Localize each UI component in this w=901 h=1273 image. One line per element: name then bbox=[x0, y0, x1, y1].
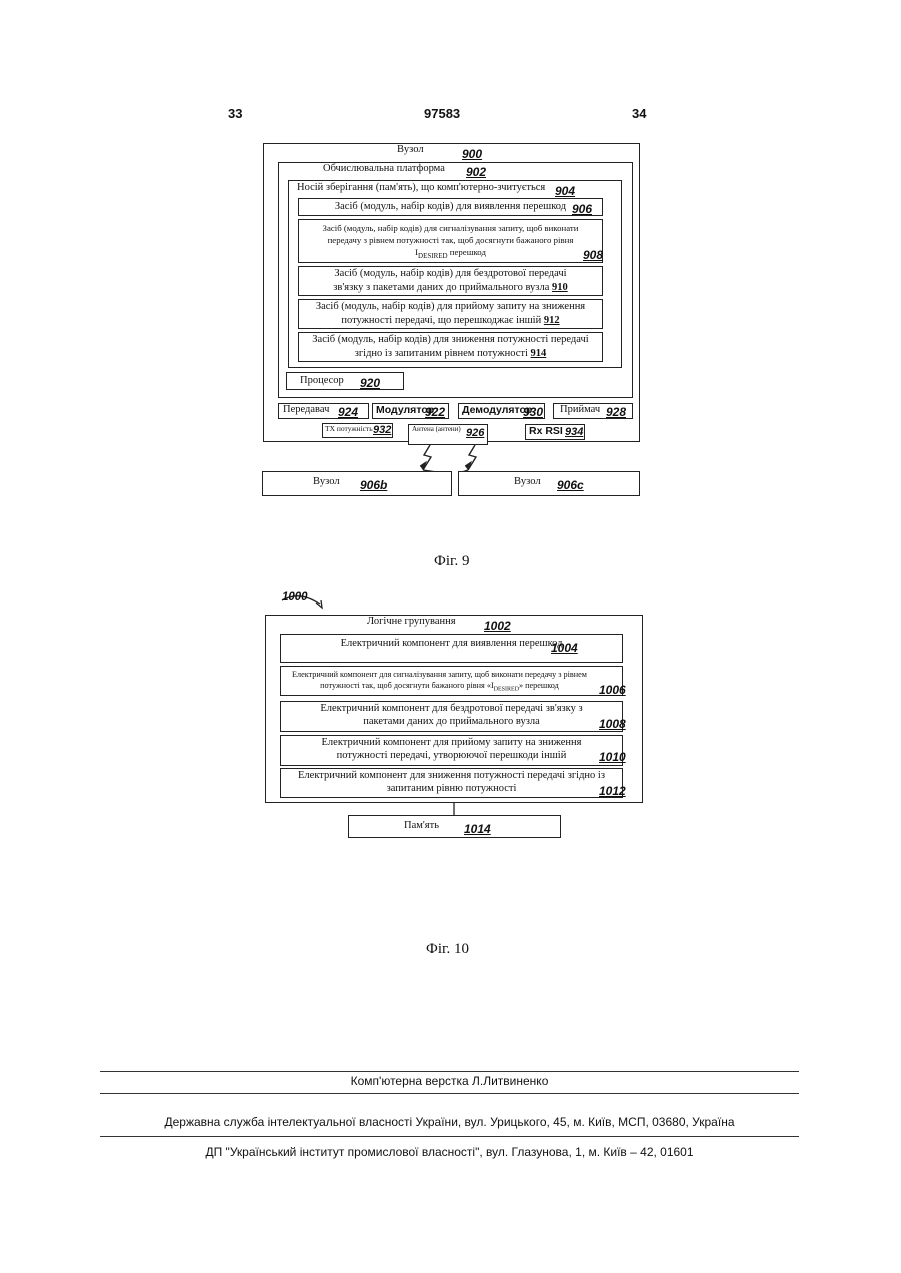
component-1008-text: Електричний компонент для бездротової пе… bbox=[320, 703, 582, 727]
component-1006-box: Електричний компонент для сигналізування… bbox=[280, 666, 623, 696]
means-906-box: Засіб (модуль, набір кодів) для виявленн… bbox=[298, 198, 603, 216]
means-908-ref: 908 bbox=[583, 248, 603, 262]
receiver-ref: 928 bbox=[606, 405, 626, 419]
means-912-ref: 912 bbox=[544, 315, 560, 326]
means-910-box: Засіб (модуль, набір кодів) для бездрото… bbox=[298, 266, 603, 296]
component-1008-box: Електричний компонент для бездротової пе… bbox=[280, 701, 623, 732]
means-908-sub: DESIRED bbox=[418, 252, 448, 260]
component-1006-sub: DESIRED bbox=[494, 687, 519, 693]
component-1006-ref: 1006 bbox=[599, 683, 626, 697]
antenna-ref: 926 bbox=[466, 427, 484, 439]
component-1008-ref: 1008 bbox=[599, 717, 626, 731]
means-914-ref: 914 bbox=[531, 348, 547, 359]
component-1006-tail: » перешкод bbox=[519, 681, 559, 690]
platform-label: Обчислювальна платформа bbox=[323, 163, 445, 174]
grouping-label: Логічне групування bbox=[367, 616, 456, 627]
means-906-ref: 906 bbox=[572, 202, 592, 216]
footer-rule-top bbox=[100, 1071, 799, 1072]
node-906b-ref: 906b bbox=[360, 478, 387, 492]
means-908-tail: перешкод bbox=[448, 247, 486, 257]
node-906c-label: Вузол bbox=[514, 476, 541, 487]
component-1010-text: Електричний компонент для прийому запиту… bbox=[322, 737, 582, 761]
transmitter-label: Передавач bbox=[283, 404, 329, 415]
node-906c-box bbox=[458, 471, 640, 496]
platform-ref: 902 bbox=[466, 165, 486, 179]
component-1012-ref: 1012 bbox=[599, 784, 626, 798]
footer-rule-middle bbox=[100, 1093, 799, 1094]
means-914-text: Засіб (модуль, набір кодів) для зниження… bbox=[312, 334, 588, 359]
grouping-ref: 1002 bbox=[484, 619, 511, 633]
receiver-label: Приймач bbox=[560, 404, 600, 415]
node-906b-label: Вузол bbox=[313, 476, 340, 487]
node-900-ref: 900 bbox=[462, 147, 482, 161]
component-1010-ref: 1010 bbox=[599, 750, 626, 764]
component-1012-box: Електричний компонент для зниження потуж… bbox=[280, 768, 623, 798]
antenna-label: Антена (антени) bbox=[412, 425, 461, 433]
footer-layout-credit: Комп'ютерна верстка Л.Литвиненко bbox=[100, 1074, 799, 1088]
means-912-box: Засіб (модуль, набір кодів) для прийому … bbox=[298, 299, 603, 329]
rx-rsi-ref: 934 bbox=[565, 426, 583, 438]
means-908-box: Засіб (модуль, набір кодів) для сигналіз… bbox=[298, 219, 603, 263]
component-1004-ref: 1004 bbox=[551, 641, 578, 655]
means-914-box: Засіб (модуль, набір кодів) для зниження… bbox=[298, 332, 603, 362]
storage-ref: 904 bbox=[555, 184, 575, 198]
tx-power-label: TX потужність bbox=[325, 424, 373, 433]
node-900-label: Вузол bbox=[397, 144, 424, 155]
transmitter-ref: 924 bbox=[338, 405, 358, 419]
tx-power-ref: 932 bbox=[373, 424, 391, 436]
fig10-caption: Фіг. 10 bbox=[426, 941, 469, 958]
modulator-ref: 922 bbox=[425, 405, 445, 419]
processor-ref: 920 bbox=[360, 376, 380, 390]
rx-rsi-label: Rx RSI bbox=[529, 425, 563, 437]
memory-label: Пам'ять bbox=[404, 820, 439, 831]
demodulator-ref: 930 bbox=[523, 405, 543, 419]
fig10-ref: 1000 bbox=[282, 591, 308, 603]
node-906b-box bbox=[262, 471, 452, 496]
memory-1014-box bbox=[348, 815, 561, 838]
node-906c-ref: 906c bbox=[557, 478, 584, 492]
means-910-ref: 910 bbox=[552, 282, 568, 293]
means-910-text: Засіб (модуль, набір кодів) для бездрото… bbox=[333, 268, 566, 293]
storage-label: Носій зберігання (пам'ять), що комп'ютер… bbox=[297, 182, 545, 193]
footer-institute-address: ДП "Український інститут промислової вла… bbox=[100, 1145, 799, 1159]
demodulator-label: Демодулятор bbox=[462, 404, 532, 416]
means-906-text: Засіб (модуль, набір кодів) для виявленн… bbox=[335, 201, 566, 212]
memory-ref: 1014 bbox=[464, 822, 491, 836]
component-1010-box: Електричний компонент для прийому запиту… bbox=[280, 735, 623, 766]
fig9-caption: Фіг. 9 bbox=[434, 553, 469, 570]
component-1012-text: Електричний компонент для зниження потуж… bbox=[298, 770, 605, 794]
footer-rule-bottom bbox=[100, 1136, 799, 1137]
footer-service-address: Державна служба інтелектуальної власност… bbox=[100, 1115, 799, 1129]
component-1004-text: Електричний компонент для виявлення пере… bbox=[341, 638, 563, 649]
processor-label: Процесор bbox=[300, 375, 344, 386]
